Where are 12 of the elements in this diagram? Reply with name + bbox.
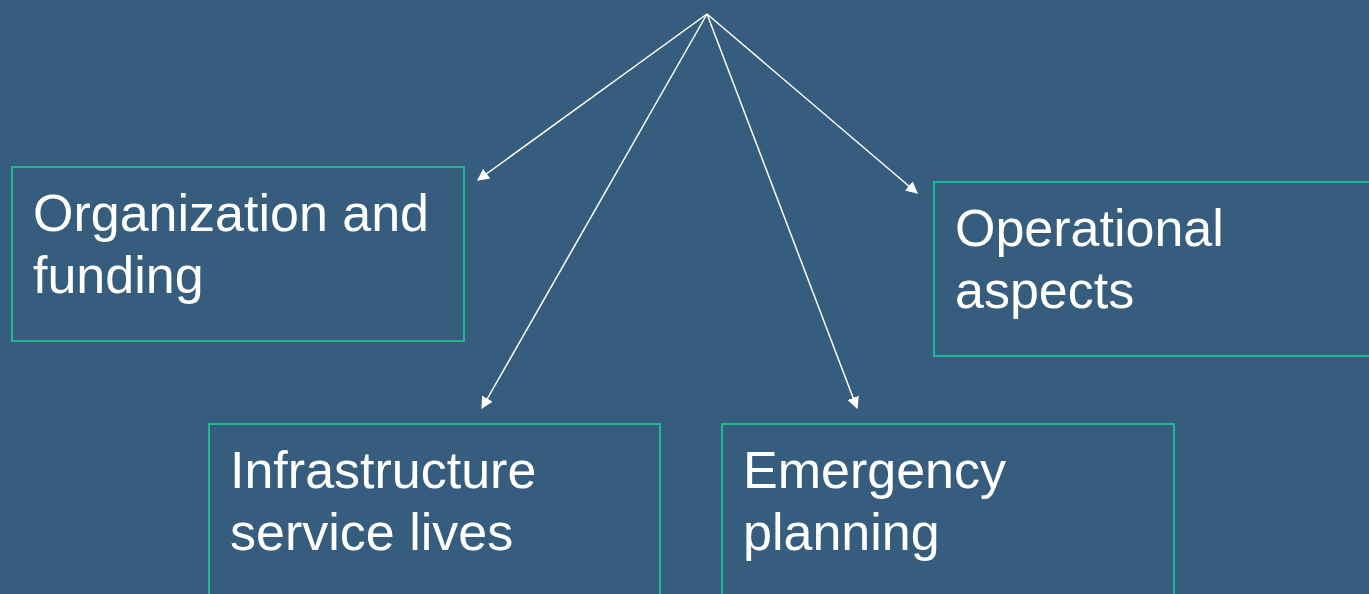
arrow <box>706 13 918 194</box>
topic-label: Infrastructure service lives <box>230 440 538 563</box>
topic-box <box>933 181 1369 357</box>
topic-label: Emergency planning <box>743 440 1007 563</box>
topic-box <box>721 423 1175 594</box>
topic-label: Organization and funding <box>33 183 431 306</box>
arrow <box>706 13 859 410</box>
arrow <box>481 13 708 410</box>
topic-box <box>11 166 465 342</box>
topic-label: Operational aspects <box>955 198 1225 321</box>
arrow <box>477 13 708 181</box>
topic-box <box>208 423 661 594</box>
